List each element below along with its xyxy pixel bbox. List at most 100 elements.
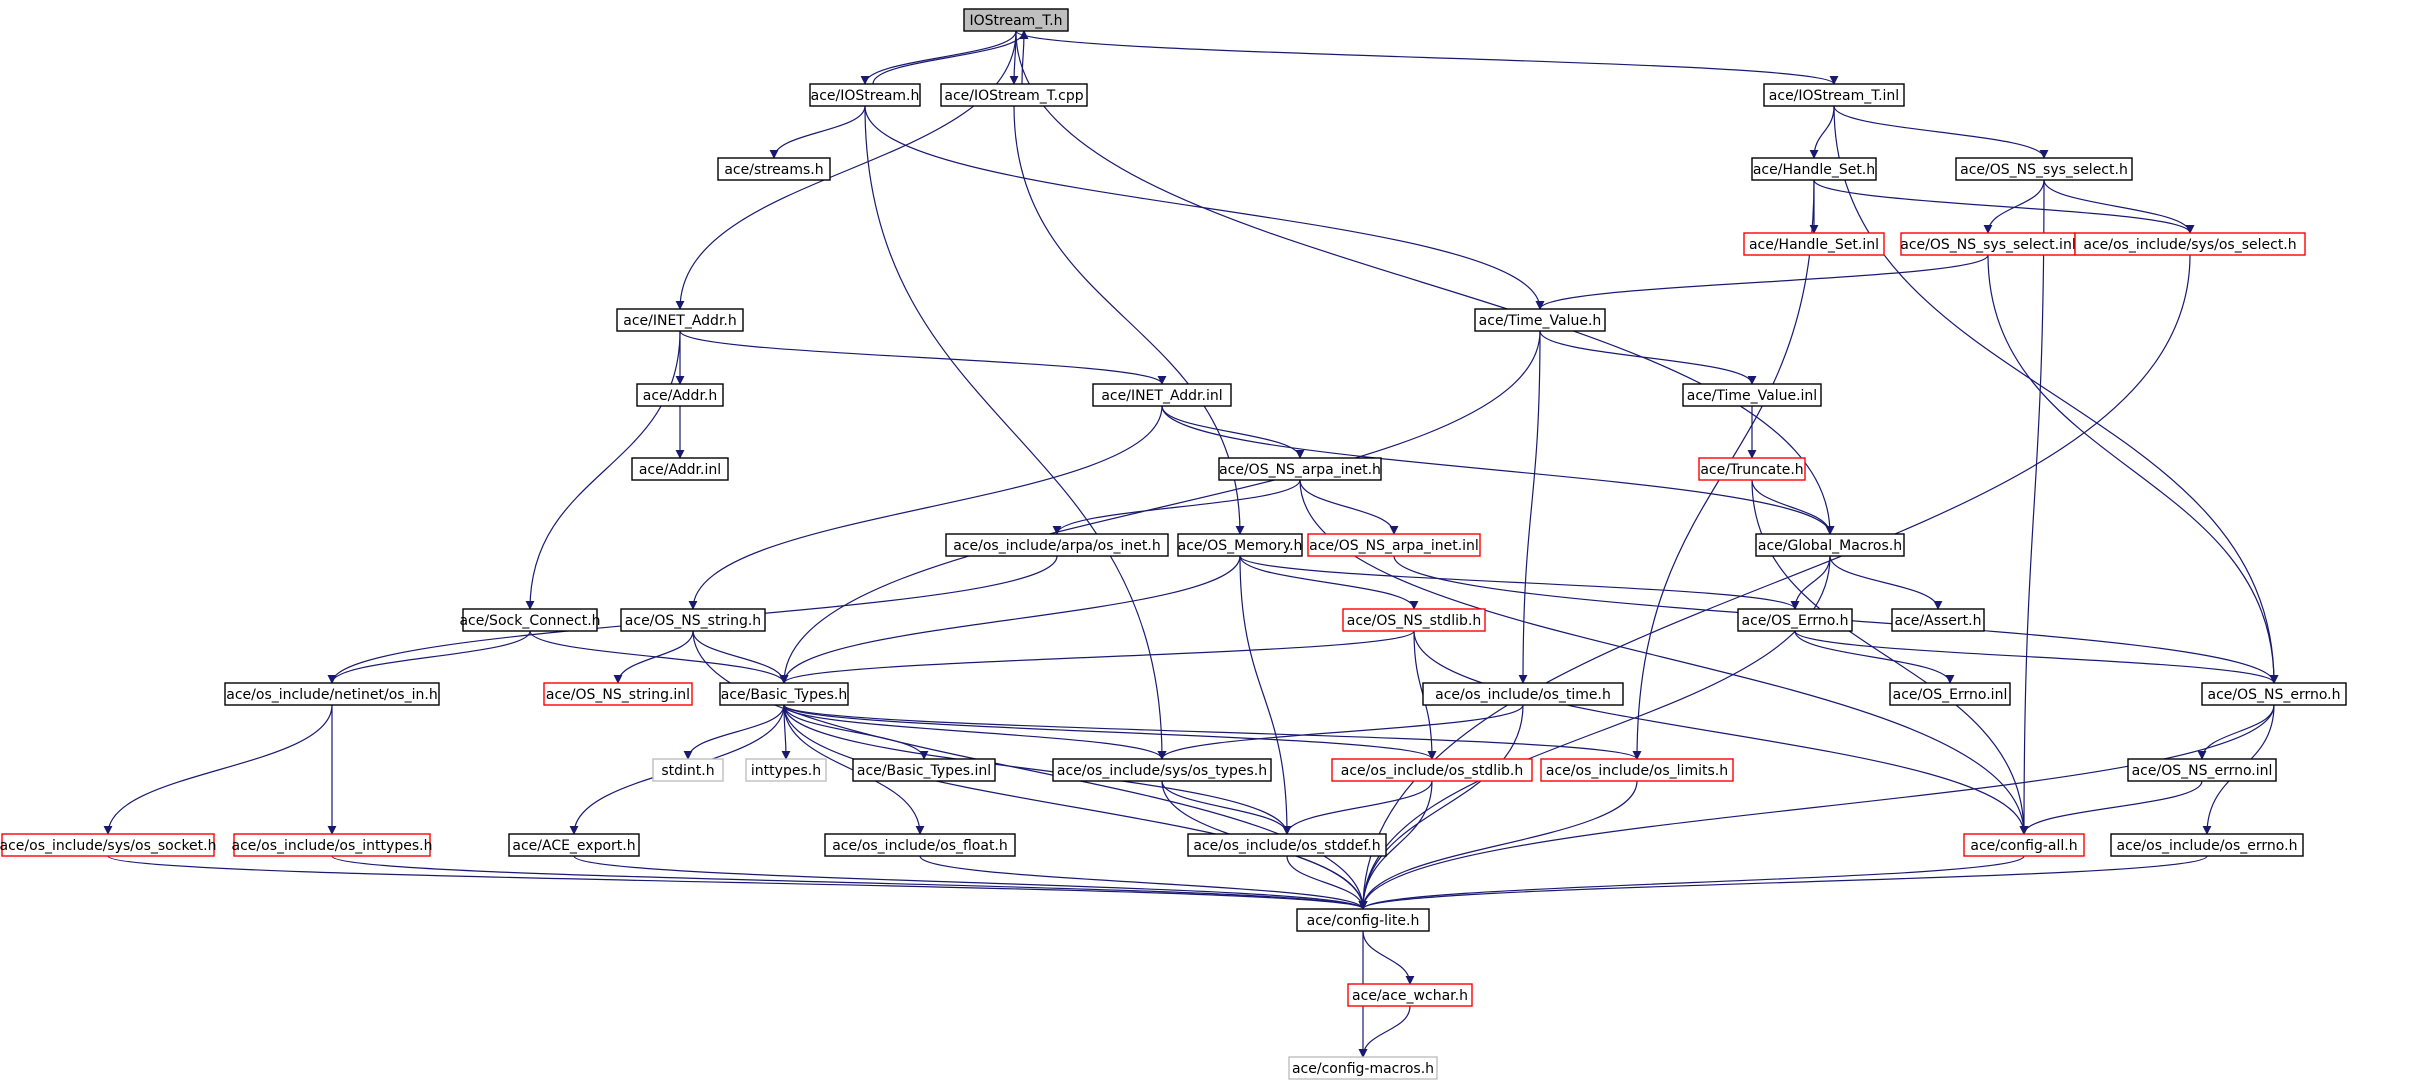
edge-os-memory-h-to-basic-types-h: [779, 555, 1241, 684]
node-label: ace/Time_Value.inl: [1687, 388, 1817, 404]
edge-basic-types-h-to-os-include-sys-os-types-h: [783, 704, 1167, 760]
node-os-ns-sys-select-inl[interactable]: ace/OS_NS_sys_select.inl: [1900, 232, 2076, 256]
node-label: ace/IOStream.h: [811, 88, 920, 104]
node-box: [631, 457, 729, 481]
node-os-ns-stdlib-h[interactable]: ace/OS_NS_stdlib.h: [1342, 608, 1486, 632]
edge-ace-wchar-h-to-config-macros-h: [1358, 1005, 1411, 1058]
node-config-lite-h[interactable]: ace/config-lite.h: [1296, 908, 1430, 932]
node-label: ace/os_include/os_float.h: [832, 838, 1008, 854]
node-inet-addr-h[interactable]: ace/INET_Addr.h: [616, 308, 744, 332]
node-label: ace/config-all.h: [1970, 838, 2077, 854]
node-box: [1889, 682, 2011, 706]
node-os-ns-errno-h[interactable]: ace/OS_NS_errno.h: [2201, 682, 2347, 706]
edge-basic-types-h-to-basic-types-inl: [783, 704, 929, 760]
node-box: [1342, 608, 1486, 632]
node-box: [1422, 682, 1624, 706]
node-iostream-t-cpp[interactable]: ace/IOStream_T.cpp: [940, 83, 1088, 107]
node-sock-connect-h[interactable]: ace/Sock_Connect.h: [459, 608, 601, 632]
node-os-include-os-limits-h[interactable]: ace/os_include/os_limits.h: [1540, 758, 1734, 782]
node-os-include-sys-os-types-h[interactable]: ace/os_include/sys/os_types.h: [1052, 758, 1272, 782]
edge-os-include-sys-os-types-h-to-os-include-os-stddef-h: [1161, 780, 1292, 835]
node-iostream-h[interactable]: ace/IOStream.h: [809, 83, 921, 107]
edge-os-include-sys-os-select-h-to-config-lite-h: [1358, 254, 2191, 910]
node-box: [620, 608, 766, 632]
node-box: [945, 533, 1169, 557]
node-label: ace/OS_NS_errno.inl: [2132, 763, 2273, 779]
edge-os-errno-h-to-os-errno-inl: [1794, 630, 1955, 684]
node-box: [1963, 833, 2085, 857]
node-os-include-os-stdlib-h[interactable]: ace/os_include/os_stdlib.h: [1331, 758, 1533, 782]
edge-os-ns-string-h-to-basic-types-h: [692, 630, 789, 684]
node-box: [616, 308, 744, 332]
node-label: ace/OS_Errno.inl: [1893, 687, 2008, 703]
node-os-ns-sys-select-h[interactable]: ace/OS_NS_sys_select.h: [1955, 157, 2133, 181]
node-os-include-arpa-os-inet-h[interactable]: ace/os_include/arpa/os_inet.h: [945, 533, 1169, 557]
node-os-ns-arpa-inet-h[interactable]: ace/OS_NS_arpa_inet.h: [1218, 457, 1382, 481]
node-box: [1751, 157, 1877, 181]
edge-os-ns-errno-inl-to-config-all-h: [2019, 780, 2203, 835]
node-box: [1331, 758, 1533, 782]
node-label: ace/OS_NS_arpa_inet.h: [1219, 462, 1381, 478]
node-label: ace/os_include/sys/os_select.h: [2083, 237, 2296, 253]
edge-iostream-h-to-root: [872, 30, 1029, 85]
node-label: ace/ACE_export.h: [512, 838, 635, 854]
node-config-all-h[interactable]: ace/config-all.h: [1963, 833, 2085, 857]
node-box: [2127, 758, 2277, 782]
node-os-include-os-errno-h[interactable]: ace/os_include/os_errno.h: [2110, 833, 2304, 857]
node-os-ns-arpa-inet-inl[interactable]: ace/OS_NS_arpa_inet.inl: [1307, 533, 1481, 557]
node-addr-inl[interactable]: ace/Addr.inl: [631, 457, 729, 481]
node-ace-export-h[interactable]: ace/ACE_export.h: [508, 833, 640, 857]
node-box: [1737, 608, 1853, 632]
edge-root-to-iostream-t-inl: [1015, 30, 1839, 85]
node-stdint-h[interactable]: stdint.h: [652, 758, 724, 782]
node-os-memory-h[interactable]: ace/OS_Memory.h: [1177, 533, 1303, 557]
edge-os-ns-sys-select-inl-to-os-ns-errno-h: [1987, 254, 2279, 684]
edge-inet-addr-inl-to-global-macros-h: [1161, 405, 1835, 535]
node-handle-set-inl[interactable]: ace/Handle_Set.inl: [1743, 232, 1885, 256]
node-global-macros-h[interactable]: ace/Global_Macros.h: [1755, 533, 1905, 557]
node-iostream-t-inl[interactable]: ace/IOStream_T.inl: [1763, 83, 1905, 107]
node-os-include-netinet-os-in-h[interactable]: ace/os_include/netinet/os_in.h: [224, 682, 440, 706]
node-basic-types-h[interactable]: ace/Basic_Types.h: [719, 682, 849, 706]
node-os-ns-string-inl[interactable]: ace/OS_NS_string.inl: [543, 682, 693, 706]
node-layer: IOStream_T.h ace/IOStream.h ace/IOStream_T…: [0, 8, 2347, 1080]
node-label: ace/Handle_Set.h: [1753, 162, 1875, 178]
node-time-value-h[interactable]: ace/Time_Value.h: [1474, 308, 1606, 332]
node-inttypes-h[interactable]: inttypes.h: [745, 758, 827, 782]
node-inet-addr-inl[interactable]: ace/INET_Addr.inl: [1092, 383, 1232, 407]
node-streams-h[interactable]: ace/streams.h: [717, 157, 831, 181]
node-addr-h[interactable]: ace/Addr.h: [636, 383, 724, 407]
node-ace-wchar-h[interactable]: ace/ace_wchar.h: [1347, 983, 1473, 1007]
node-os-errno-h[interactable]: ace/OS_Errno.h: [1737, 608, 1853, 632]
node-box: [2074, 232, 2306, 256]
node-truncate-h[interactable]: ace/Truncate.h: [1698, 457, 1806, 481]
node-os-include-os-inttypes-h[interactable]: ace/os_include/os_inttypes.h: [232, 833, 433, 857]
node-label: ace/os_include/os_limits.h: [1546, 763, 1728, 779]
node-config-macros-h[interactable]: ace/config-macros.h: [1288, 1056, 1438, 1080]
node-label: ace/OS_NS_stdlib.h: [1347, 613, 1482, 629]
node-os-include-sys-os-select-h[interactable]: ace/os_include/sys/os_select.h: [2074, 232, 2306, 256]
node-os-include-os-stddef-h[interactable]: ace/os_include/os_stddef.h: [1187, 833, 1387, 857]
node-time-value-inl[interactable]: ace/Time_Value.inl: [1682, 383, 1822, 407]
node-os-include-os-float-h[interactable]: ace/os_include/os_float.h: [824, 833, 1016, 857]
node-os-ns-string-h[interactable]: ace/OS_NS_string.h: [620, 608, 766, 632]
node-os-ns-errno-inl[interactable]: ace/OS_NS_errno.inl: [2127, 758, 2277, 782]
node-box: [2110, 833, 2304, 857]
node-label: ace/Addr.h: [643, 388, 718, 404]
edge-os-include-os-inttypes-h-to-config-lite-h: [331, 855, 1368, 910]
node-basic-types-inl[interactable]: ace/Basic_Types.inl: [852, 758, 996, 782]
node-box: [1540, 758, 1734, 782]
edge-os-ns-errno-h-to-config-lite-h: [1358, 704, 2275, 910]
node-os-errno-inl[interactable]: ace/OS_Errno.inl: [1889, 682, 2011, 706]
node-label: ace/INET_Addr.h: [623, 313, 737, 329]
node-handle-set-h[interactable]: ace/Handle_Set.h: [1751, 157, 1877, 181]
node-assert-h[interactable]: ace/Assert.h: [1891, 608, 1985, 632]
node-os-include-sys-os-socket-h[interactable]: ace/os_include/sys/os_socket.h: [0, 833, 216, 857]
edge-os-include-os-stdlib-h-to-config-lite-h: [1358, 780, 1433, 910]
node-root[interactable]: IOStream_T.h: [963, 8, 1069, 32]
node-box: [1177, 533, 1303, 557]
node-label: ace/os_include/arpa/os_inet.h: [953, 538, 1160, 554]
edge-os-ns-arpa-inet-h-to-os-ns-arpa-inet-inl: [1299, 479, 1399, 535]
node-box: [717, 157, 831, 181]
node-os-include-os-time-h[interactable]: ace/os_include/os_time.h: [1422, 682, 1624, 706]
